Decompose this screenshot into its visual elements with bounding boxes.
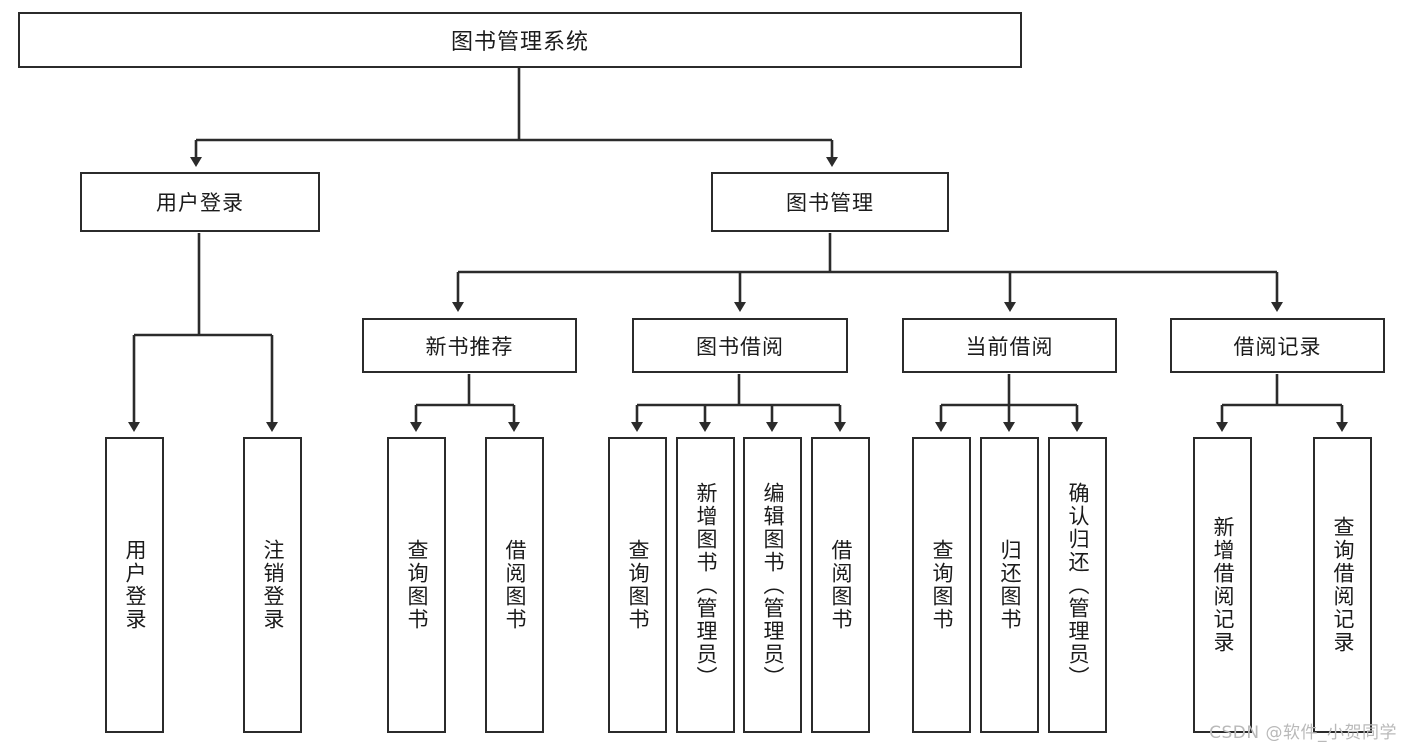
- leaf-add-borrow-record[interactable]: 新增借阅记录: [1193, 437, 1252, 733]
- node-label: 图书管理: [786, 191, 874, 215]
- leaf-borrow-book-recommend[interactable]: 借阅图书: [485, 437, 544, 733]
- node-label: 图书管理系统: [450, 30, 589, 55]
- node-label: 新增图书（管理员）: [693, 481, 718, 689]
- node-label: 归还图书: [997, 539, 1022, 631]
- node-label: 新书推荐: [425, 334, 514, 359]
- node-borrow-record[interactable]: 借阅记录: [1170, 318, 1385, 373]
- node-book-borrow[interactable]: 图书借阅: [632, 318, 848, 373]
- node-label: 确认归还（管理员）: [1065, 481, 1090, 689]
- node-user-login[interactable]: 用户登录: [80, 172, 320, 232]
- node-label: 当前借阅: [965, 334, 1054, 359]
- node-label: 新增借阅记录: [1210, 516, 1235, 654]
- node-label: 注销登录: [260, 539, 285, 631]
- node-label: 图书借阅: [696, 334, 784, 359]
- leaf-edit-book-admin[interactable]: 编辑图书（管理员）: [743, 437, 802, 733]
- node-label: 查询图书: [625, 539, 650, 631]
- leaf-query-book-current[interactable]: 查询图书: [912, 437, 971, 733]
- leaf-query-book-borrow[interactable]: 查询图书: [608, 437, 667, 733]
- node-label: 用户登录: [156, 191, 244, 215]
- node-label: 借阅图书: [828, 539, 853, 631]
- node-label: 查询图书: [404, 539, 429, 631]
- leaf-borrow-book[interactable]: 借阅图书: [811, 437, 870, 733]
- leaf-return-book[interactable]: 归还图书: [980, 437, 1039, 733]
- node-label: 查询借阅记录: [1330, 516, 1355, 654]
- node-new-book-recommend[interactable]: 新书推荐: [362, 318, 577, 373]
- leaf-add-book-admin[interactable]: 新增图书（管理员）: [676, 437, 735, 733]
- node-book-management[interactable]: 图书管理: [711, 172, 949, 232]
- leaf-query-borrow-record[interactable]: 查询借阅记录: [1313, 437, 1372, 733]
- node-label: 用户登录: [122, 539, 147, 631]
- node-label: 编辑图书（管理员）: [760, 481, 785, 689]
- leaf-user-logout[interactable]: 注销登录: [243, 437, 302, 733]
- node-label: 查询图书: [929, 539, 954, 631]
- leaf-query-book-recommend[interactable]: 查询图书: [387, 437, 446, 733]
- node-current-borrow[interactable]: 当前借阅: [902, 318, 1117, 373]
- node-label: 借阅图书: [502, 539, 527, 631]
- leaf-user-login[interactable]: 用户登录: [105, 437, 164, 733]
- watermark: CSDN @软件_小贺同学: [1209, 723, 1397, 743]
- leaf-confirm-return-admin[interactable]: 确认归还（管理员）: [1048, 437, 1107, 733]
- node-label: 借阅记录: [1233, 334, 1322, 359]
- node-root-system[interactable]: 图书管理系统: [18, 12, 1022, 68]
